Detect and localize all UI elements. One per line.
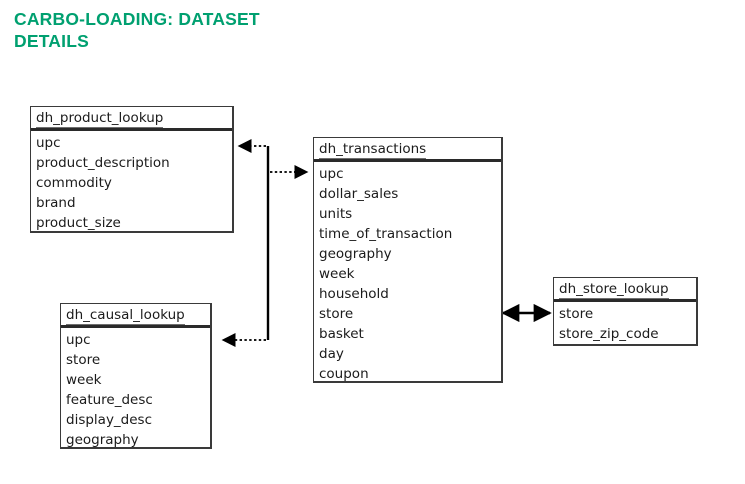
entity-field: time_of_transaction [319, 226, 453, 242]
entity-dh-causal-lookup[interactable]: dh_causal_lookup upc store week feature_… [60, 303, 212, 449]
entity-header: dh_store_lookup [554, 278, 696, 302]
entity-field: dollar_sales [319, 186, 399, 202]
entity-header: dh_causal_lookup [61, 304, 210, 328]
entity-title: dh_store_lookup [559, 281, 669, 299]
entity-field: store [66, 352, 101, 368]
entity-field: display_desc [66, 412, 153, 428]
entity-field: basket [319, 326, 364, 342]
entity-title: dh_transactions [319, 141, 427, 159]
page-title: CARBO-LOADING: DATASET DETAILS [14, 8, 434, 52]
entity-header: dh_transactions [314, 138, 501, 162]
entity-field: upc [36, 135, 61, 151]
entity-dh-store-lookup[interactable]: dh_store_lookup store store_zip_code [553, 277, 698, 346]
entity-field: brand [36, 195, 76, 211]
entity-field-list: upc store week feature_desc display_desc… [61, 328, 210, 448]
entity-field: store_zip_code [559, 326, 659, 342]
entity-dh-product-lookup[interactable]: dh_product_lookup upc product_descriptio… [30, 106, 234, 233]
entity-field: household [319, 286, 389, 302]
entity-field: store [559, 306, 594, 322]
page-title-line-1: CARBO-LOADING: DATASET [14, 9, 260, 29]
entity-field: geography [319, 246, 392, 262]
entity-field: commodity [36, 175, 112, 191]
entity-field-list: store store_zip_code [554, 302, 696, 344]
page-title-line-2: DETAILS [14, 31, 89, 51]
entity-field: upc [66, 332, 91, 348]
entity-field: product_size [36, 215, 121, 231]
connector-product-transactions [237, 139, 309, 340]
entity-header: dh_product_lookup [31, 107, 232, 131]
entity-field: upc [319, 166, 344, 182]
entity-field: feature_desc [66, 392, 153, 408]
entity-field-list: upc product_description commodity brand … [31, 131, 232, 231]
entity-field: product_description [36, 155, 170, 171]
entity-title: dh_causal_lookup [66, 307, 185, 325]
entity-field: store [319, 306, 354, 322]
entity-field: geography [66, 432, 139, 448]
entity-title: dh_product_lookup [36, 110, 164, 128]
entity-field: coupon [319, 366, 369, 382]
entity-field: units [319, 206, 353, 222]
entity-dh-transactions[interactable]: dh_transactions upc dollar_sales units t… [313, 137, 503, 383]
entity-field-list: upc dollar_sales units time_of_transacti… [314, 162, 501, 382]
entity-field: week [319, 266, 355, 282]
entity-field: day [319, 346, 344, 362]
entity-field: week [66, 372, 102, 388]
